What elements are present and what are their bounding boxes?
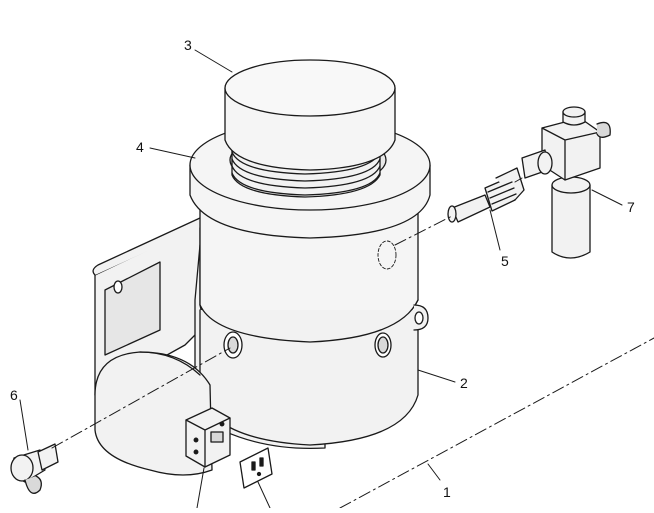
callout-4: 4 [136, 139, 144, 155]
mounting-bracket [92, 217, 206, 396]
callout-5: 5 [501, 253, 509, 269]
center-axis-line [339, 337, 654, 509]
cylinder-body [194, 209, 429, 450]
cap [224, 59, 396, 171]
connector-block [185, 407, 231, 468]
callout-6: 6 [10, 387, 18, 403]
alignment-lines [51, 177, 523, 449]
callout-3: 3 [184, 37, 192, 53]
callout-labels: 3 4 2 5 7 6 1 [10, 37, 635, 500]
fitting-plug [447, 167, 525, 223]
pressure-switch [521, 106, 611, 259]
terminal-plate [239, 447, 273, 489]
leader-lines [19, 49, 623, 509]
callout-1: 1 [443, 484, 451, 500]
callout-2: 2 [460, 375, 468, 391]
quick-coupling [10, 443, 59, 494]
callout-7: 7 [627, 199, 635, 215]
